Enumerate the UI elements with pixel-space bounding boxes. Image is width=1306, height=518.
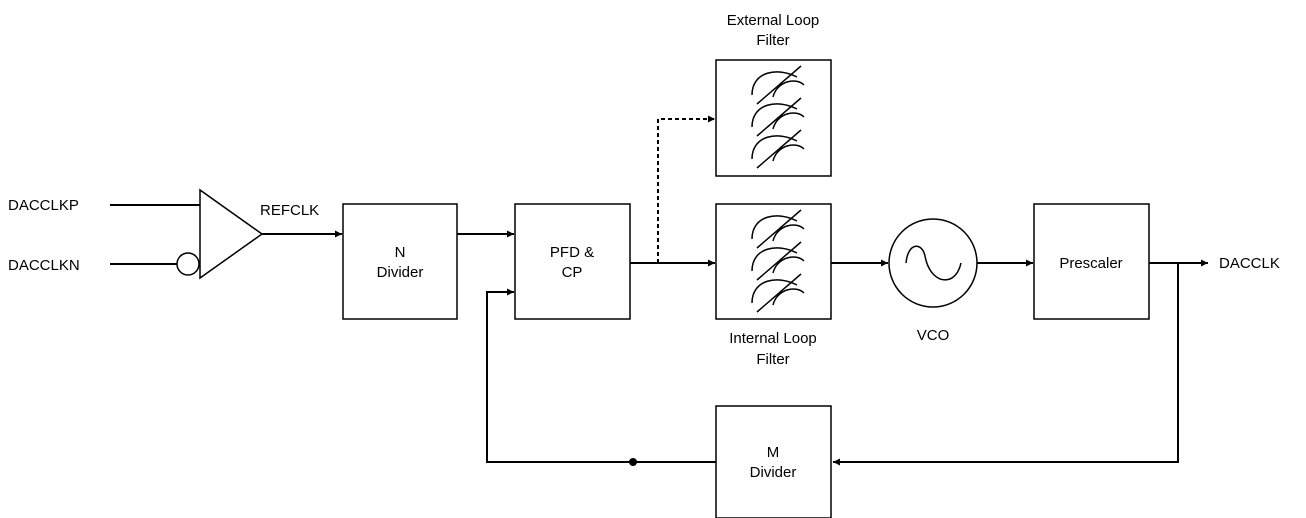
prescaler-label: Prescaler (1059, 255, 1122, 272)
pfd-label-2: CP (562, 264, 583, 281)
feedback-to-m-divider-arrow (833, 263, 1179, 466)
inverting-bubble (176, 252, 200, 276)
external-filter-label-2: Filter (756, 32, 789, 49)
internal-filter-label-1: Internal Loop (729, 330, 817, 347)
vco-circle (888, 218, 978, 308)
external-filter-symbol (751, 65, 805, 169)
pfd-cp-block (514, 203, 631, 320)
internal-filter-symbol (751, 209, 805, 313)
vco-label: VCO (917, 327, 950, 344)
internal-filter-label-2: Filter (756, 351, 789, 368)
refclk-label: REFCLK (260, 202, 319, 219)
output-dacclk-label: DACCLK (1219, 255, 1280, 272)
pfd-to-external-filter-dotted-arrow (657, 115, 715, 263)
m-divider-to-pfd-arrow (486, 288, 716, 463)
input-dacclkp-label: DACCLKP (8, 197, 79, 214)
m-divider-label-1: M (767, 444, 780, 461)
junction-dot (629, 458, 637, 466)
pfd-label-1: PFD & (550, 244, 594, 261)
input-buffer (199, 188, 264, 280)
external-loop-filter-block (715, 59, 832, 177)
internal-loop-filter-block (715, 203, 832, 320)
external-filter-label-1: External Loop (727, 12, 820, 29)
n-divider-label-2: Divider (377, 264, 424, 281)
n-divider-label-1: N (395, 244, 406, 261)
n-divider-block (342, 203, 458, 320)
m-divider-label-2: Divider (750, 464, 797, 481)
input-dacclkn-label: DACCLKN (8, 257, 80, 274)
sine-wave-icon (905, 245, 962, 281)
m-divider-block (715, 405, 832, 518)
prescaler-block (1033, 203, 1150, 320)
